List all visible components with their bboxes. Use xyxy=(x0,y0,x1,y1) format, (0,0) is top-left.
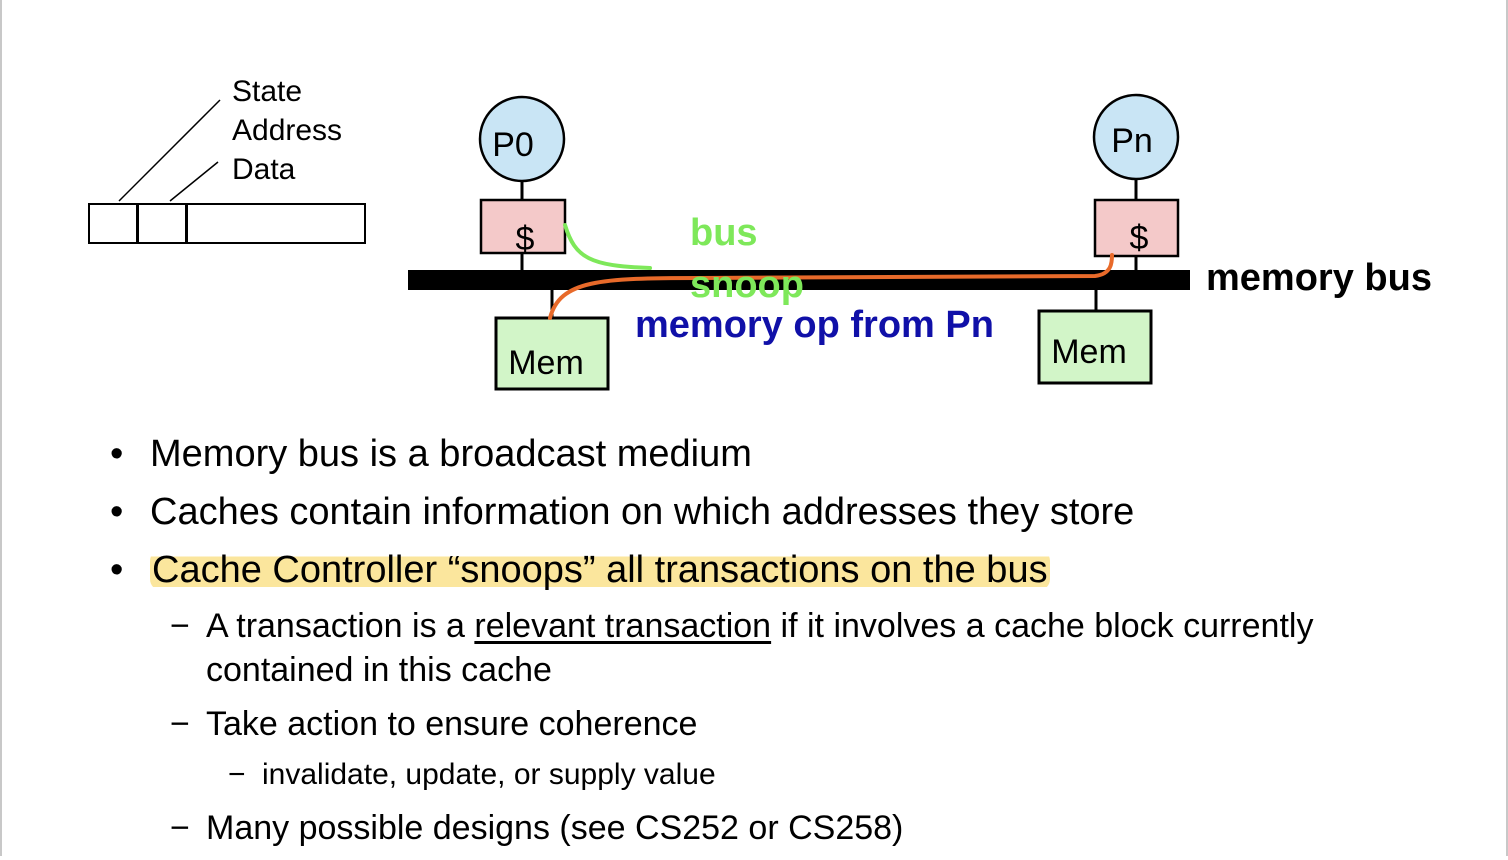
p0-node: P0 $ Mem xyxy=(478,95,610,391)
bullet-dot: • xyxy=(110,433,124,475)
pn-node: Pn $ Mem xyxy=(1037,93,1180,385)
data-field xyxy=(186,203,366,244)
sub-bullet-dash: − xyxy=(170,607,190,645)
memory-op-path xyxy=(548,253,1114,320)
memory-bus-label: memory bus xyxy=(1206,257,1432,299)
sub-bullet-text: Take action to ensure coherence xyxy=(206,705,698,743)
sub-bullet-text-post: if it involves a cache block currently c… xyxy=(206,607,1314,689)
sub-bullet-dash: − xyxy=(170,809,190,847)
cache-line-block: State Address Data xyxy=(88,75,366,244)
snooping-diagram: State Address Data memory bus P0 $ Mem P… xyxy=(88,75,1432,391)
processor-p0 xyxy=(478,95,566,183)
bullet-item: • Cache Controller “snoops” all transact… xyxy=(110,546,1470,604)
mem-right xyxy=(1037,309,1153,385)
highlighted-bullet-text: Cache Controller “snoops” all transactio… xyxy=(150,549,1050,591)
memory-op-label: memory op from Pn xyxy=(635,304,994,346)
relevant-transaction-term: relevant transaction xyxy=(474,607,772,645)
sub-bullet-text-pre: A transaction is a xyxy=(206,607,475,645)
bullet-list: • Memory bus is a broadcast medium • Cac… xyxy=(110,430,1470,860)
sub-sub-bullet-item: − invalidate, update, or supply value xyxy=(110,756,1470,794)
processor-pn xyxy=(1092,93,1180,181)
bullet-item: • Memory bus is a broadcast medium xyxy=(110,430,1470,488)
cache-pn-label: $ xyxy=(1130,219,1149,257)
state-label: State xyxy=(232,75,302,108)
p0-label: P0 xyxy=(492,126,534,164)
sub-sub-bullet-text: invalidate, update, or supply value xyxy=(262,758,716,791)
cache-p0 xyxy=(479,198,567,255)
sub-bullet-dash: − xyxy=(170,705,190,743)
sub-bullet-item: − Many possible designs (see CS252 or CS… xyxy=(110,806,1470,850)
sub-bullet-item: − Take action to ensure coherence xyxy=(110,702,1470,746)
bullet-text: Caches contain information on which addr… xyxy=(150,491,1135,533)
sub-sub-bullet-dash: − xyxy=(228,758,246,791)
state-pointer-line xyxy=(118,99,221,202)
sub-bullet-text: Many possible designs (see CS252 or CS25… xyxy=(206,809,904,847)
address-label: Address xyxy=(232,114,342,147)
slide-border-left xyxy=(0,0,2,856)
bus-snoop-label-line1: bus xyxy=(690,212,758,254)
slide-border-right xyxy=(1506,0,1508,856)
bullet-text: Memory bus is a broadcast medium xyxy=(150,433,752,475)
bus-snoop-label-line2: snoop xyxy=(690,264,804,306)
sub-bullet-item: − A transaction is a relevant transactio… xyxy=(110,604,1470,692)
bullet-dot: • xyxy=(110,549,124,591)
mem-right-label: Mem xyxy=(1051,333,1127,371)
address-field xyxy=(137,203,187,244)
cache-pn xyxy=(1093,198,1180,258)
state-field xyxy=(88,203,138,244)
bullet-item: • Caches contain information on which ad… xyxy=(110,488,1470,546)
data-label: Data xyxy=(232,153,296,186)
address-pointer-line xyxy=(169,161,219,202)
cache-p0-label: $ xyxy=(516,220,535,258)
snoop-stroke xyxy=(563,223,652,270)
pn-label: Pn xyxy=(1111,122,1153,160)
bullet-dot: • xyxy=(110,491,124,533)
mem-left-label: Mem xyxy=(508,344,584,382)
